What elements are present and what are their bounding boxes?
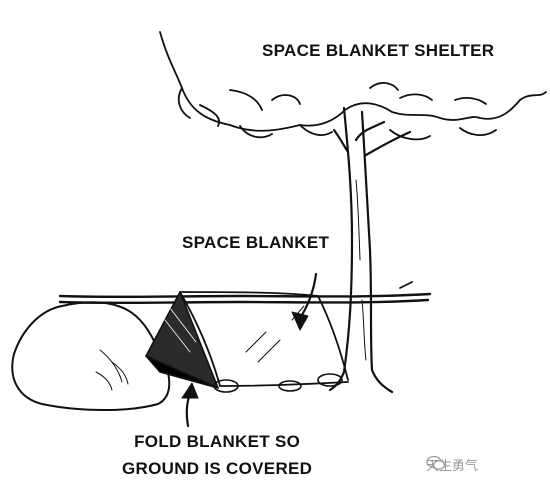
fold-instruction-label: FOLD BLANKET SO GROUND IS COVERED	[122, 428, 312, 482]
wechat-icon	[426, 455, 446, 470]
tree-canopy	[159, 31, 547, 141]
watermark: 天生勇气	[426, 455, 478, 474]
ground-stones	[213, 373, 343, 393]
arrow-to-fold-head	[181, 382, 199, 399]
shelter-front	[145, 291, 219, 389]
tree-trunk	[328, 106, 412, 394]
title-label: SPACE BLANKET SHELTER	[262, 41, 495, 60]
arrow-to-fold	[185, 392, 192, 428]
fold-instruction-line-1: FOLD BLANKET SO	[134, 432, 301, 451]
boulder	[11, 301, 171, 411]
fold-instruction-line-2: GROUND IS COVERED	[122, 459, 313, 478]
space-blanket-label: SPACE BLANKET	[182, 233, 330, 252]
ridge-line	[58, 281, 432, 305]
arrow-to-blanket-head	[291, 311, 309, 331]
